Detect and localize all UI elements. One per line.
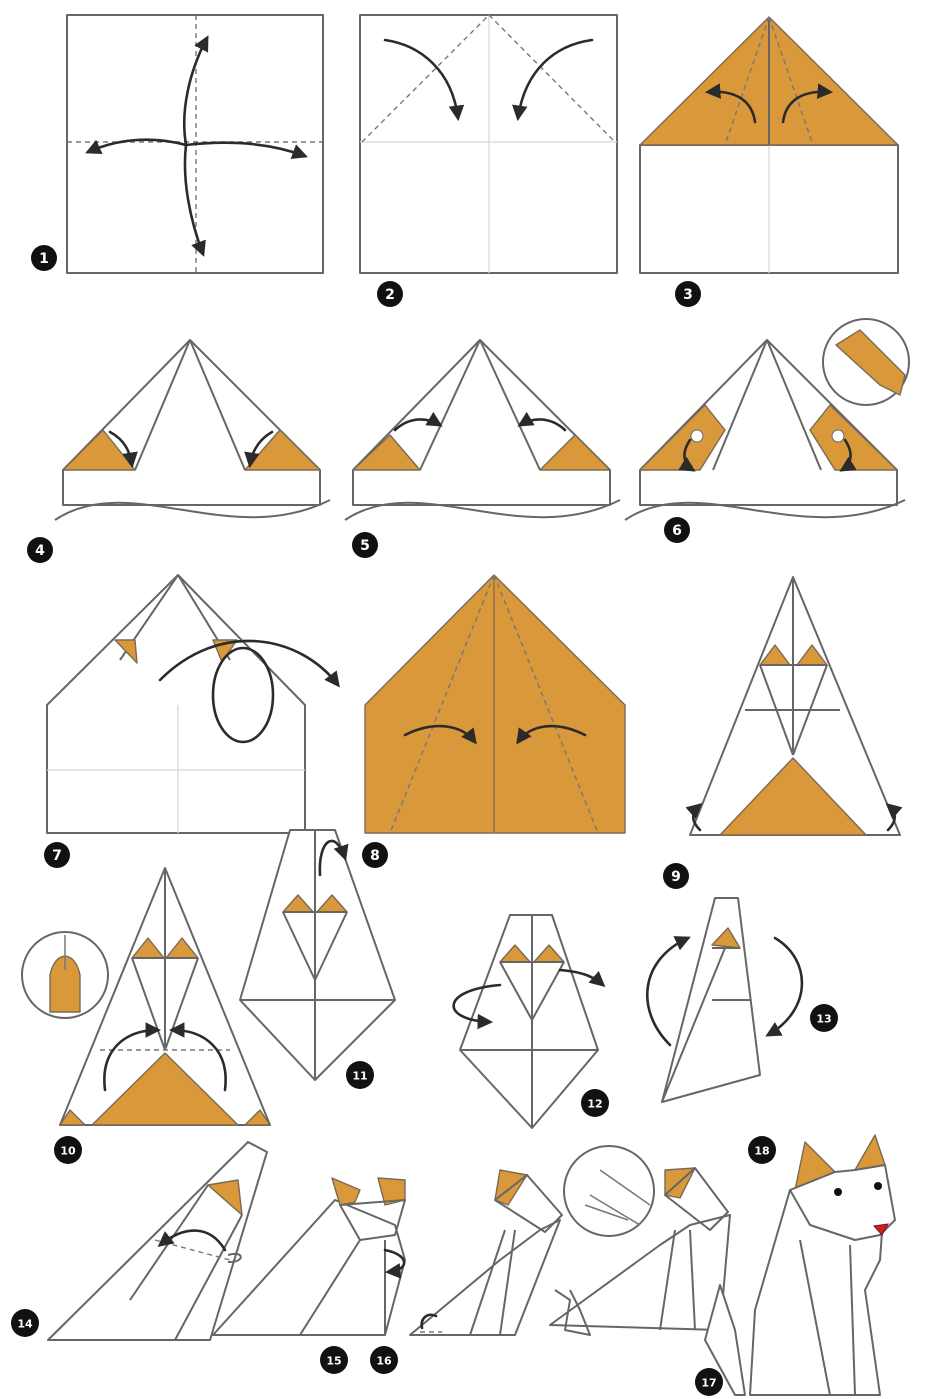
step-number-badge: 4 (27, 537, 53, 563)
step-number-badge: 8 (362, 842, 388, 868)
step-number-badge: 17 (695, 1368, 723, 1396)
step-13-illustration (647, 898, 802, 1102)
step-number-badge: 6 (664, 517, 690, 543)
step-1-illustration (67, 15, 323, 273)
step-number-text: 11 (352, 1070, 367, 1083)
step-number-text: 6 (672, 523, 682, 539)
step-number-badge: 18 (748, 1136, 776, 1164)
step-number-text: 3 (683, 287, 693, 303)
step-number-text: 2 (385, 287, 395, 303)
step-number-text: 5 (360, 538, 370, 554)
step-number-text: 17 (701, 1377, 716, 1390)
step-number-badge: 7 (44, 842, 70, 868)
step-number-text: 15 (326, 1355, 341, 1368)
step-2-illustration (360, 15, 617, 273)
step-number-text: 8 (370, 848, 380, 864)
step-16-illustration (410, 1170, 562, 1335)
step-number-text: 16 (376, 1355, 392, 1368)
step-4-illustration (55, 340, 330, 520)
step-number-badge: 16 (370, 1346, 398, 1374)
step-8-illustration (365, 575, 625, 833)
step-number-badge: 1 (31, 245, 57, 271)
step-number-badge: 11 (346, 1061, 374, 1089)
step-number-badge: 13 (810, 1004, 838, 1032)
step-number-badge: 3 (675, 281, 701, 307)
step-9-illustration (690, 577, 900, 835)
step-number-text: 4 (35, 543, 45, 559)
step-18-illustration (705, 1135, 895, 1395)
step-number-text: 7 (52, 848, 62, 864)
step-3-illustration (640, 17, 898, 273)
step-number-badge: 15 (320, 1346, 348, 1374)
step-number-text: 14 (17, 1318, 33, 1331)
step-number-text: 18 (754, 1145, 769, 1158)
step-number-text: 9 (671, 869, 681, 885)
step-number-badge: 10 (54, 1136, 82, 1164)
step-number-text: 12 (587, 1098, 602, 1111)
step-6-illustration (625, 319, 909, 520)
step-17-illustration (550, 1146, 730, 1335)
step-number-badge: 5 (352, 532, 378, 558)
step-number-badge: 2 (377, 281, 403, 307)
step-number-badge: 9 (663, 863, 689, 889)
step-7-illustration (47, 575, 338, 833)
step-number-text: 13 (816, 1013, 831, 1026)
step-number-badge: 14 (11, 1309, 39, 1337)
step-10-illustration (22, 868, 270, 1125)
step-number-text: 10 (60, 1145, 76, 1158)
step-5-illustration (345, 340, 620, 520)
step-12-illustration (454, 915, 603, 1128)
step-number-text: 1 (39, 251, 49, 267)
step-number-badge: 12 (581, 1089, 609, 1117)
